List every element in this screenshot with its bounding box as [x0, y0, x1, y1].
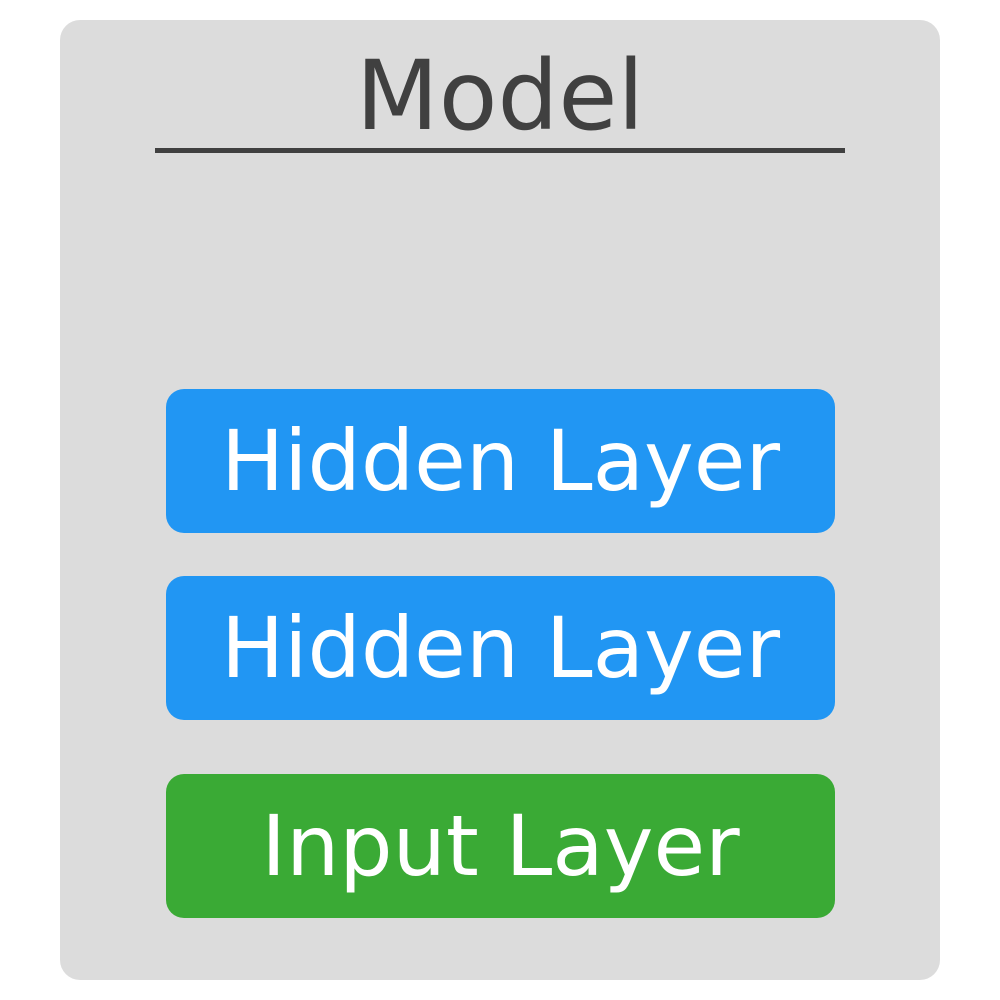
model-title: Model [355, 40, 645, 152]
hidden-layer-2: Hidden Layer [166, 576, 835, 720]
title-divider [155, 148, 845, 153]
input-layer: Input Layer [166, 774, 835, 918]
hidden-layer-1: Hidden Layer [166, 389, 835, 533]
